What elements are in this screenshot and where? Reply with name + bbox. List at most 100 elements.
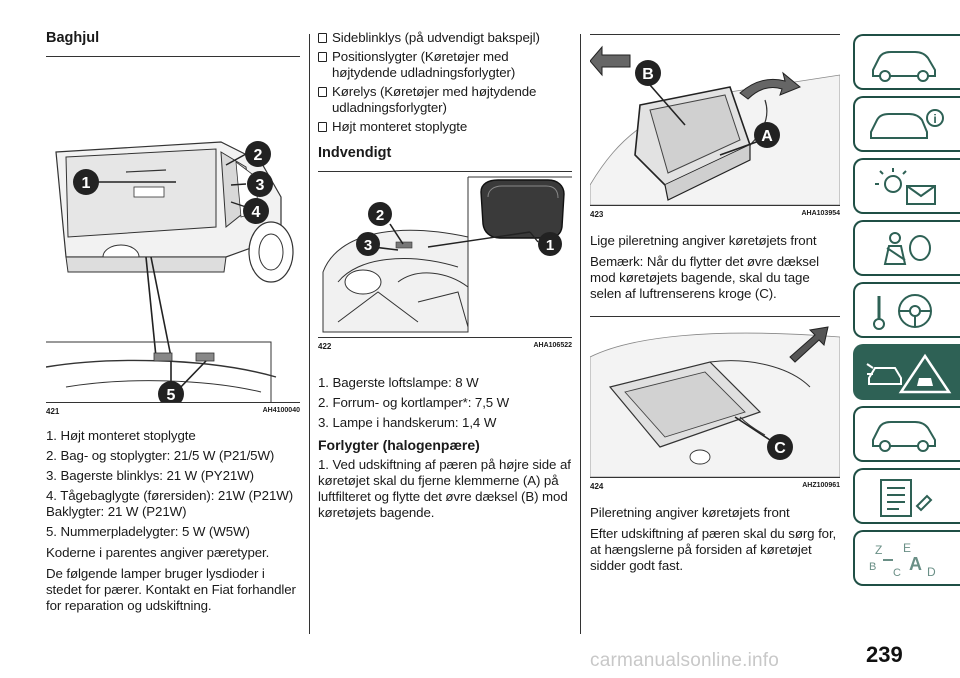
- list-item: Højt monteret stoplygte: [318, 119, 572, 135]
- paragraph: Efter udskiftning af pæren skal du sørg …: [590, 526, 837, 573]
- tab-index[interactable]: Z E B C A D: [853, 530, 960, 586]
- list-item: 2. Bag- og stoplygter: 21/5 W (P21/5W): [46, 448, 275, 463]
- paragraph: Lige pileretning angiver køretøjets fron…: [590, 233, 817, 248]
- emergency-warning-icon: [866, 353, 952, 394]
- list-item: 3. Lampe i handskerum: 1,4 W: [318, 415, 497, 430]
- figure-caption-422: 422 AHA106522: [318, 338, 572, 351]
- figure-top-rule: [590, 316, 840, 317]
- tab-safety[interactable]: [853, 220, 960, 276]
- car-service-icon: [872, 421, 936, 452]
- interior-illustration: 2 3 1: [322, 176, 572, 333]
- figure-caption-424: 424 AHZ100961: [590, 478, 840, 491]
- svg-text:1: 1: [82, 175, 91, 192]
- svg-text:E: E: [903, 541, 911, 555]
- heading-rule: [318, 171, 572, 172]
- checkbox-icon: [318, 122, 327, 132]
- alphabet-index-icon: Z E B C A D: [869, 541, 936, 579]
- callout-2: 2: [245, 141, 271, 167]
- list-item: 1. Højt monteret stoplygte: [46, 428, 196, 443]
- tab-servicing-maintenance[interactable]: [853, 406, 960, 462]
- callout-C: C: [767, 434, 793, 460]
- svg-text:Z: Z: [875, 543, 882, 557]
- tab-vehicle-overview[interactable]: [853, 34, 960, 90]
- headlamp-hinge-illustration: C: [590, 326, 840, 477]
- interior-lamp-list: 1. Bagerste loftslampe: 8 W 2. Forrum- o…: [318, 375, 572, 431]
- checkbox-icon: [318, 52, 327, 62]
- figure-423: B A: [590, 35, 840, 206]
- svg-text:C: C: [893, 567, 901, 579]
- airbag-seat-icon: [883, 232, 931, 265]
- svg-text:A: A: [761, 128, 773, 145]
- figure-422: 2 3 1: [318, 172, 572, 338]
- tab-starting-driving[interactable]: [853, 282, 960, 338]
- figure-421: 1 2 3 4 5: [46, 57, 300, 403]
- column-3: B A 423 AHA103954 Lige pileretning angiv…: [590, 30, 840, 574]
- svg-text:2: 2: [376, 207, 384, 224]
- paragraph: Bemærk: Når du flytter det øvre dæksel m…: [590, 254, 819, 301]
- list-item: Positionslygter (Køretøjer med højtydend…: [318, 49, 572, 81]
- callout-5: 5: [158, 381, 184, 402]
- paragraph: Koderne i parentes angiver pæretyper.: [46, 545, 270, 560]
- svg-text:D: D: [927, 565, 936, 579]
- page-number: 239: [866, 642, 903, 667]
- tab-technical-data[interactable]: [853, 468, 960, 524]
- list-item: 3. Bagerste blinklys: 21 W (PY21W): [46, 468, 254, 483]
- list-item: 4. Tågebaglygte (førersiden): 21W (P21W)…: [46, 488, 294, 519]
- svg-text:C: C: [774, 440, 786, 457]
- callout-3: 3: [356, 232, 380, 256]
- car-info-icon: i: [870, 109, 944, 139]
- tab-dashboard-warnings[interactable]: i: [853, 96, 960, 152]
- watermark: carmanualsonline.info: [590, 650, 780, 671]
- rear-truck-illustration: 1 2 3 4 5: [46, 141, 294, 402]
- subheading-forlygter: Forlygter (halogenpære): [318, 437, 480, 453]
- figure-number: 421: [46, 407, 60, 416]
- list-item: 1. Bagerste loftslampe: 8 W: [318, 375, 479, 390]
- heading-rule: [46, 56, 300, 57]
- figure-top-rule: [590, 34, 840, 35]
- svg-text:1: 1: [546, 237, 554, 254]
- figure-number: 424: [590, 482, 604, 491]
- list-item: 2. Forrum- og kortlamper*: 7,5 W: [318, 395, 510, 410]
- svg-text:5: 5: [167, 387, 176, 402]
- checkbox-icon: [318, 33, 327, 43]
- figure-code: AHA106522: [533, 342, 572, 349]
- list-item: Sideblinklys (på udvendigt bakspejl): [318, 30, 572, 46]
- paragraph: De følgende lamper bruger lysdioder i st…: [46, 566, 296, 613]
- callout-A: A: [754, 122, 780, 148]
- led-lamp-list: Sideblinklys (på udvendigt bakspejl) Pos…: [318, 30, 572, 135]
- svg-text:2: 2: [254, 147, 263, 164]
- column-2: Sideblinklys (på udvendigt bakspejl) Pos…: [318, 30, 572, 521]
- figure-code: AHA103954: [801, 210, 840, 217]
- figure-code: AH4100040: [262, 407, 300, 414]
- callout-4: 4: [243, 198, 269, 224]
- svg-text:3: 3: [364, 237, 372, 254]
- column-divider-2: [580, 34, 581, 634]
- svg-text:B: B: [642, 66, 654, 83]
- figure-code: AHZ100961: [802, 482, 840, 489]
- document-list-icon: [880, 479, 933, 517]
- callout-1: 1: [538, 232, 562, 256]
- svg-text:3: 3: [256, 177, 265, 194]
- tab-lights-messages[interactable]: [853, 158, 960, 214]
- air-filter-cover-illustration: B A: [590, 45, 840, 205]
- svg-text:B: B: [869, 561, 876, 573]
- key-steering-icon: [873, 294, 932, 330]
- svg-text:4: 4: [252, 204, 261, 221]
- figure-caption-421: 421 AH4100040: [46, 403, 300, 416]
- column-divider-1: [309, 34, 310, 634]
- light-envelope-icon: [875, 168, 936, 205]
- callout-B: B: [635, 60, 661, 86]
- section-heading-indvendigt: Indvendigt: [318, 145, 392, 161]
- list-item: 5. Nummerpladelygter: 5 W (W5W): [46, 524, 250, 539]
- paragraph: 1. Ved udskiftning af pæren på højre sid…: [318, 457, 571, 520]
- tab-in-an-emergency[interactable]: [853, 344, 960, 400]
- rear-lamp-list: 1. Højt monteret stoplygte 2. Bag- og st…: [46, 428, 300, 540]
- callout-1: 1: [73, 169, 99, 195]
- figure-424: C: [590, 317, 840, 478]
- svg-text:i: i: [933, 112, 936, 126]
- checkbox-icon: [318, 87, 327, 97]
- paragraph: Pileretning angiver køretøjets front: [590, 505, 790, 520]
- figure-number: 423: [590, 210, 604, 219]
- list-item: Kørelys (Køretøjer med højtydende udladn…: [318, 84, 572, 116]
- column-1: Baghjul: [46, 30, 300, 614]
